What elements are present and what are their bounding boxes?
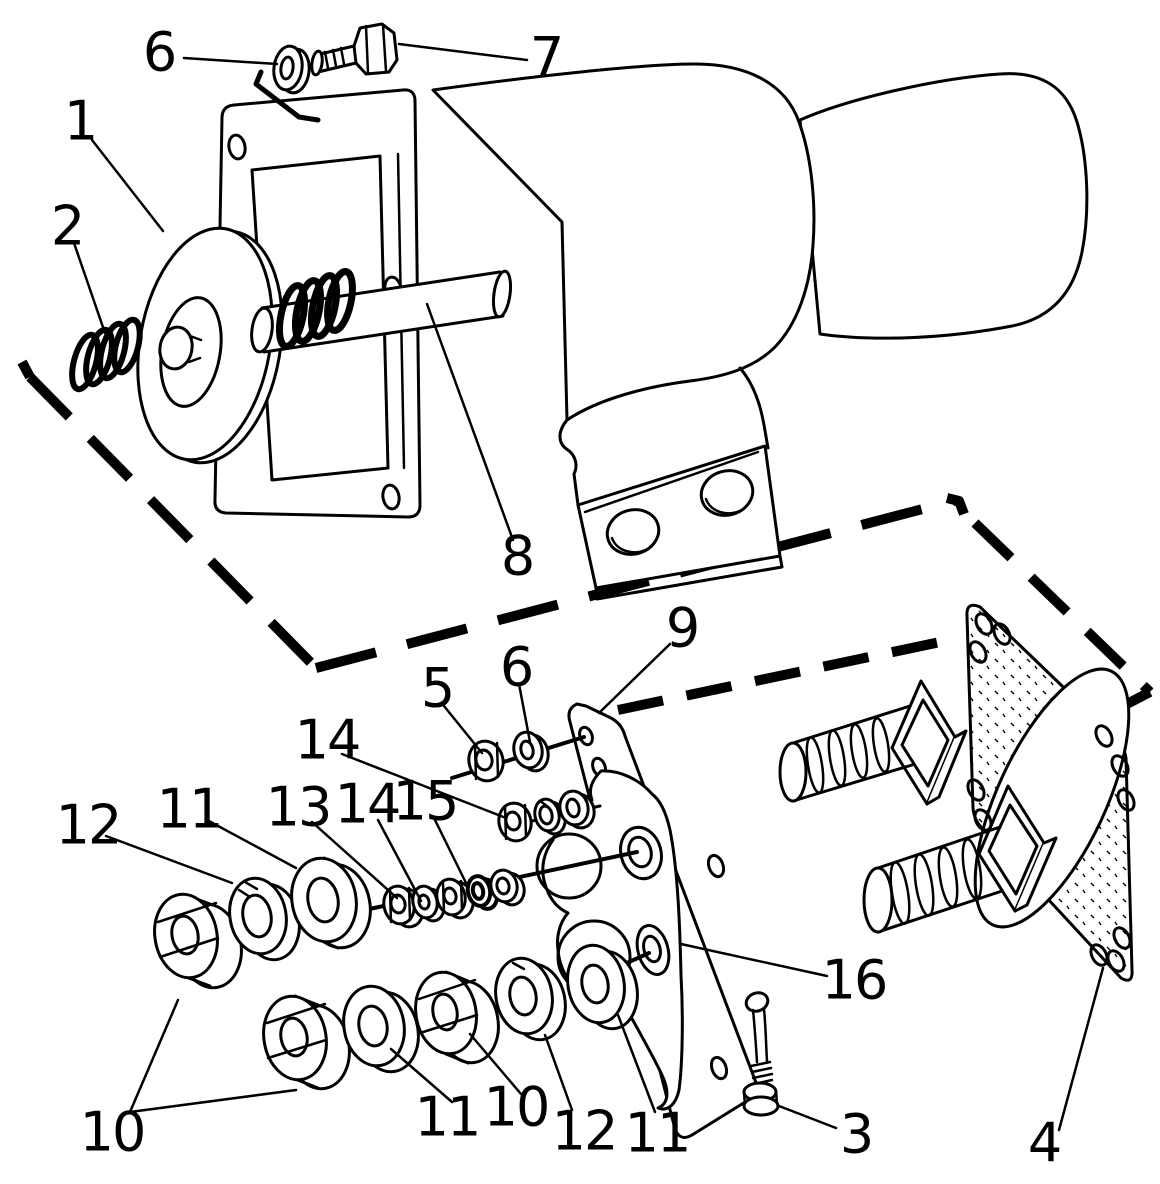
solenoid-end-cap xyxy=(798,72,1089,340)
callout-11-lower-right: 11 xyxy=(625,1102,690,1165)
hex-nut-14 xyxy=(497,801,533,843)
callout-14-row: 14 xyxy=(335,773,400,836)
spacer-10-a xyxy=(153,892,243,990)
leader-5 xyxy=(442,704,484,755)
callout-4: 4 xyxy=(1028,1112,1060,1175)
leader-15 xyxy=(432,816,470,889)
flat-washer-11-lower-right xyxy=(566,943,639,1031)
leader-13 xyxy=(310,820,399,900)
callout-10-lower-mid: 10 xyxy=(484,1076,549,1139)
mounting-bracket xyxy=(558,366,784,601)
cotter-bolt xyxy=(742,991,780,1117)
leader-12-lower xyxy=(543,1033,574,1112)
plunger-shaft xyxy=(250,268,513,354)
callout-16: 16 xyxy=(822,949,887,1012)
bolt-axis-mark xyxy=(253,69,321,123)
leader-4 xyxy=(1057,966,1105,1132)
callout-15: 15 xyxy=(393,770,458,833)
return-spring xyxy=(69,316,143,393)
callout-6-lower: 6 xyxy=(500,636,532,699)
washer-row3 xyxy=(489,868,526,907)
leader-9 xyxy=(597,642,672,715)
callout-10-lower-left: 10 xyxy=(80,1101,145,1164)
leader-11-lower-right xyxy=(616,1013,657,1114)
callout-7: 7 xyxy=(530,26,562,89)
leader-16 xyxy=(679,942,829,978)
callout-9: 9 xyxy=(666,597,698,660)
hex-nut-5 xyxy=(467,739,505,783)
plunger-disc xyxy=(136,226,284,465)
bolt-7 xyxy=(310,22,399,77)
flat-washer-12-lower xyxy=(494,956,567,1042)
gasket-holes xyxy=(966,612,1136,973)
separation-plane-dashed-lines xyxy=(17,359,1154,721)
leader-14-row xyxy=(376,818,423,903)
leader-11-lower-left xyxy=(389,1047,454,1104)
callout-5: 5 xyxy=(421,657,453,720)
washer-row2 xyxy=(558,789,596,830)
spacer-10-c xyxy=(414,970,500,1065)
leader-3 xyxy=(777,1104,838,1130)
leader-12-upper xyxy=(104,834,234,885)
leader-1 xyxy=(90,138,165,233)
leader-6-lower xyxy=(517,682,532,744)
leader-7 xyxy=(397,42,529,62)
callout-12-upper: 12 xyxy=(56,794,121,857)
callout-11-lower-left: 11 xyxy=(415,1086,480,1149)
leader-2 xyxy=(72,241,107,335)
solenoid-body xyxy=(431,62,816,422)
leader-10-left-b xyxy=(128,1088,298,1114)
callout-12-lower: 12 xyxy=(552,1100,617,1163)
terminal-stud-upper xyxy=(778,679,968,806)
leader-10-left-a xyxy=(128,998,180,1114)
callout-2: 2 xyxy=(51,195,83,258)
callout-labels: 1 2 3 4 5 6 6 7 8 9 10 10 11 11 11 12 12… xyxy=(51,21,1062,1175)
spacer-10-b xyxy=(262,994,351,1091)
leader-6-top xyxy=(182,56,279,66)
lock-washer-11-upper xyxy=(228,876,301,962)
terminal-cover-plate xyxy=(535,769,684,1111)
callout-14-upper: 14 xyxy=(295,709,360,772)
callout-13: 13 xyxy=(266,776,331,839)
leader-14-upper xyxy=(340,752,508,820)
shaft-spring xyxy=(275,268,356,350)
callout-6-top: 6 xyxy=(143,21,175,84)
callout-3: 3 xyxy=(840,1103,872,1166)
callout-11-upper: 11 xyxy=(157,778,222,841)
callout-8: 8 xyxy=(501,525,533,588)
callout-leaders xyxy=(72,42,1105,1132)
leader-10-mid xyxy=(468,1032,523,1096)
washer-6-top xyxy=(272,44,311,95)
callout-1: 1 xyxy=(64,90,96,153)
flat-washer-upper-row xyxy=(290,856,372,950)
leader-11-upper xyxy=(205,818,298,870)
washer-6-lower xyxy=(512,730,550,773)
terminal-stud-lower xyxy=(862,784,1058,934)
leader-8 xyxy=(425,302,515,542)
